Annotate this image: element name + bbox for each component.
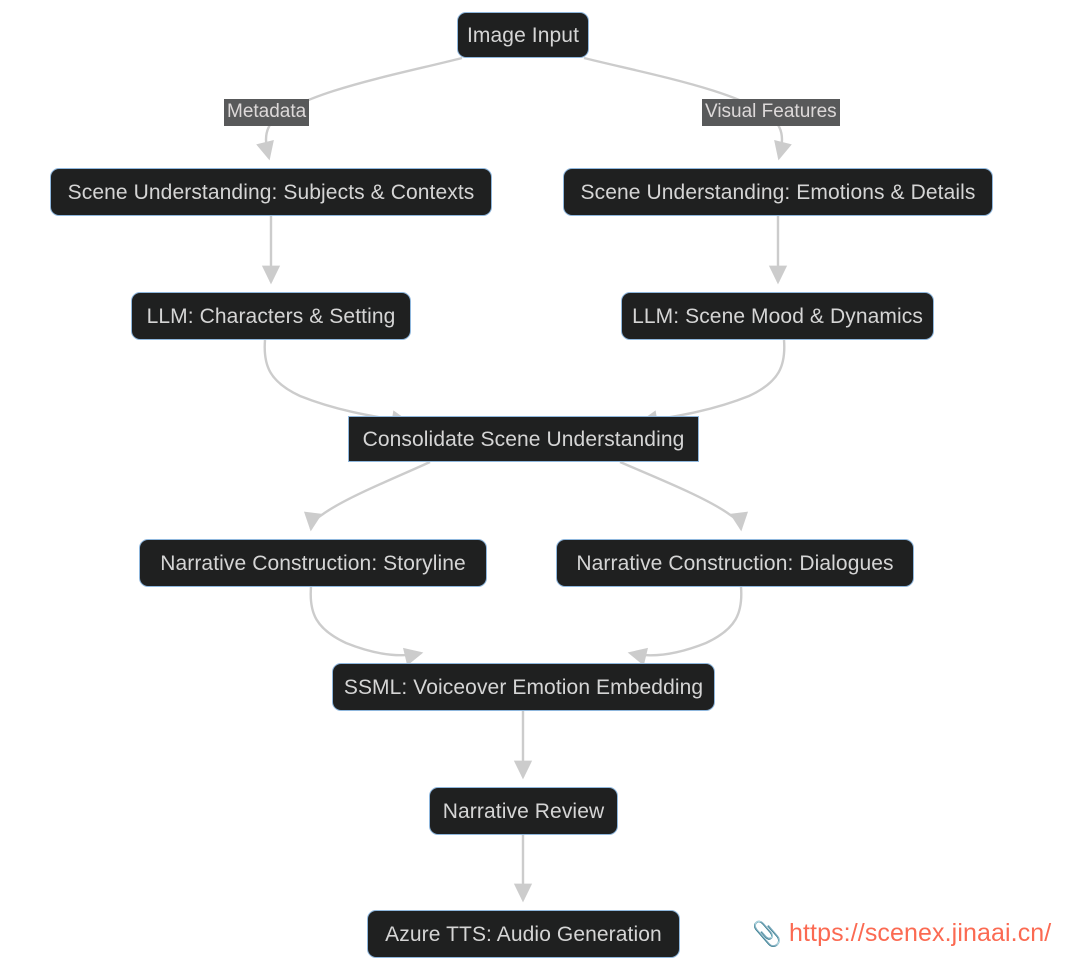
edge-narrative-storyline-to-ssml <box>309 586 424 666</box>
node-narrative-construction-storyline[interactable]: Narrative Construction: Storyline <box>139 539 487 587</box>
node-narrative-review[interactable]: Narrative Review <box>429 787 618 835</box>
node-image-input[interactable]: Image Input <box>457 12 589 58</box>
edge-consolidate-to-narrative-storyline <box>303 460 431 532</box>
node-label: Scene Understanding: Subjects & Contexts <box>67 180 475 204</box>
watermark-url[interactable]: https://scenex.jinaai.cn/ <box>788 919 1052 947</box>
node-label: Narrative Construction: Dialogues <box>576 551 894 575</box>
edge-llm-characters-to-consolidate <box>263 339 411 429</box>
edge-label-metadata: Metadata <box>224 99 310 126</box>
watermark[interactable]: 📎 https://scenex.jinaai.cn/ <box>752 919 1051 948</box>
edge-consolidate-to-narrative-dialogues <box>619 460 749 532</box>
node-label: Image Input <box>467 23 580 47</box>
node-llm-characters-setting[interactable]: LLM: Characters & Setting <box>131 292 411 340</box>
edge-label-visual-features: Visual Features <box>702 99 840 126</box>
node-label: Consolidate Scene Understanding <box>362 427 685 451</box>
edge-narrative-dialogues-to-ssml <box>627 586 743 666</box>
node-label: Narrative Construction: Storyline <box>160 551 466 575</box>
node-label: Azure TTS: Audio Generation <box>385 922 662 946</box>
node-label: SSML: Voiceover Emotion Embedding <box>343 675 704 699</box>
node-azure-tts-audio-generation[interactable]: Azure TTS: Audio Generation <box>367 910 680 958</box>
node-consolidate-scene-understanding[interactable]: Consolidate Scene Understanding <box>348 416 699 462</box>
node-ssml-voiceover-emotion-embedding[interactable]: SSML: Voiceover Emotion Embedding <box>332 663 715 711</box>
node-label: Scene Understanding: Emotions & Details <box>580 180 976 204</box>
node-scene-understanding-subjects[interactable]: Scene Understanding: Subjects & Contexts <box>50 168 492 216</box>
node-scene-understanding-emotions[interactable]: Scene Understanding: Emotions & Details <box>563 168 993 216</box>
node-label: Narrative Review <box>442 799 605 823</box>
paperclip-icon: 📎 <box>752 921 782 948</box>
edge-label-text: Visual Features <box>705 101 837 122</box>
node-llm-scene-mood-dynamics[interactable]: LLM: Scene Mood & Dynamics <box>621 292 934 340</box>
edge-label-text: Metadata <box>227 101 307 122</box>
node-label: LLM: Characters & Setting <box>146 304 396 328</box>
node-narrative-construction-dialogues[interactable]: Narrative Construction: Dialogues <box>556 539 914 587</box>
edge-llm-mood-to-consolidate <box>638 339 786 429</box>
node-label: LLM: Scene Mood & Dynamics <box>632 304 923 328</box>
